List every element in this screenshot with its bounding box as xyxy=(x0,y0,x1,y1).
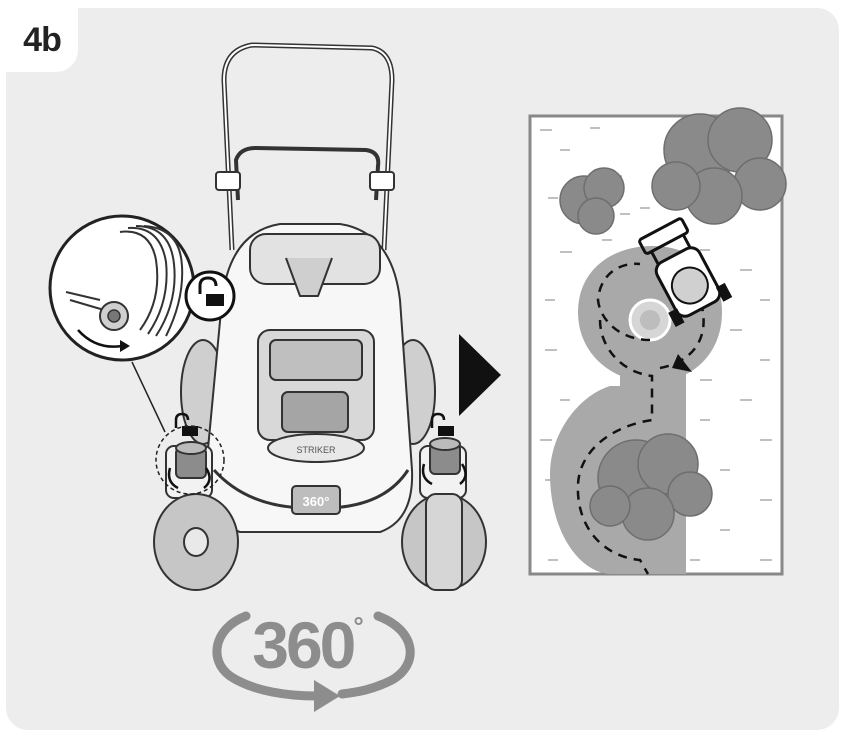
rotate-arrows-icon xyxy=(167,463,467,490)
lawn-mower: STRIKER 360° xyxy=(153,42,487,591)
zoom-callout xyxy=(48,214,196,362)
detail-marker xyxy=(155,425,225,495)
step-label: 4b xyxy=(23,20,62,59)
unlock-icon xyxy=(184,270,236,322)
svg-text:360°: 360° xyxy=(303,494,330,509)
rotation-unit: ° xyxy=(353,611,364,641)
rotate-arrowhead xyxy=(314,680,340,712)
svg-text:STRIKER: STRIKER xyxy=(296,445,336,455)
step-badge: 4b xyxy=(6,8,78,72)
lawn-map xyxy=(528,107,787,576)
play-arrow-icon xyxy=(459,334,501,416)
rotation-label: 360° xyxy=(248,600,368,681)
rotate-arrows-icon xyxy=(212,611,415,701)
callout-line xyxy=(131,361,166,433)
unlock-icon xyxy=(430,412,454,436)
rotation-value: 360 xyxy=(252,608,356,682)
unlock-icon xyxy=(174,412,198,436)
